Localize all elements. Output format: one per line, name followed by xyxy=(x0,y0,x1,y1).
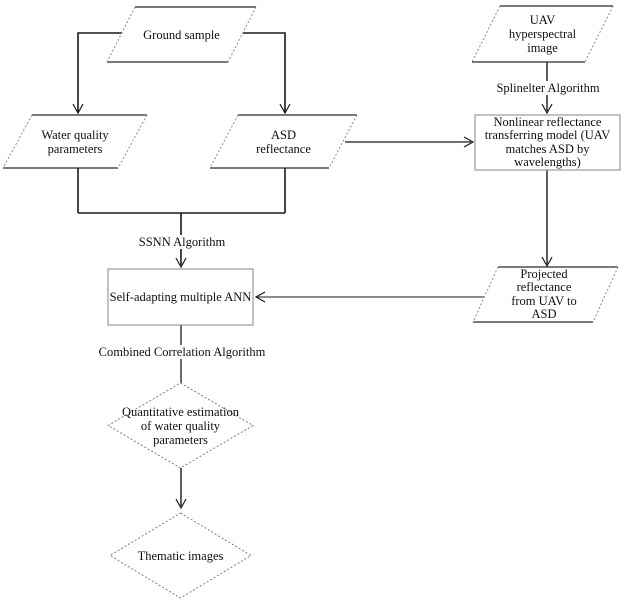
asd-reflectance-shape xyxy=(209,114,358,169)
ground-sample-shape xyxy=(106,6,257,63)
projected-reflectance-shape xyxy=(472,266,619,323)
uav-image-shape xyxy=(471,5,614,63)
edge-ground-to-asd xyxy=(243,32,286,112)
arrowhead-into-water xyxy=(72,103,84,115)
water-quality-shape xyxy=(2,114,148,169)
edge-label-combined-correlation-algorithm: Combined Correlation Algorithm xyxy=(95,345,269,359)
arrowhead-into-ann xyxy=(175,257,187,269)
arrowhead-into-nonlinear-left xyxy=(463,136,475,148)
arrowhead-into-asd xyxy=(279,103,291,115)
quantitative-estimation-shape xyxy=(107,382,254,469)
arrowhead-into-thematic xyxy=(175,498,187,510)
arrowhead-into-ann-right xyxy=(254,291,266,303)
nonlinear-model-shape xyxy=(474,114,621,171)
edge-merge-to-ann xyxy=(77,168,286,265)
edge-label-splinelter-algorithm: Splinelter Algorithm xyxy=(493,81,603,95)
edge-ground-to-water xyxy=(77,32,122,112)
arrowhead-into-projected xyxy=(541,256,553,268)
arrowhead-into-nonlinear-top xyxy=(541,103,553,115)
thematic-images-shape xyxy=(109,512,252,599)
self-adapting-ann-shape xyxy=(107,268,254,326)
edge-label-ssnn-algorithm: SSNN Algorithm xyxy=(135,235,229,249)
